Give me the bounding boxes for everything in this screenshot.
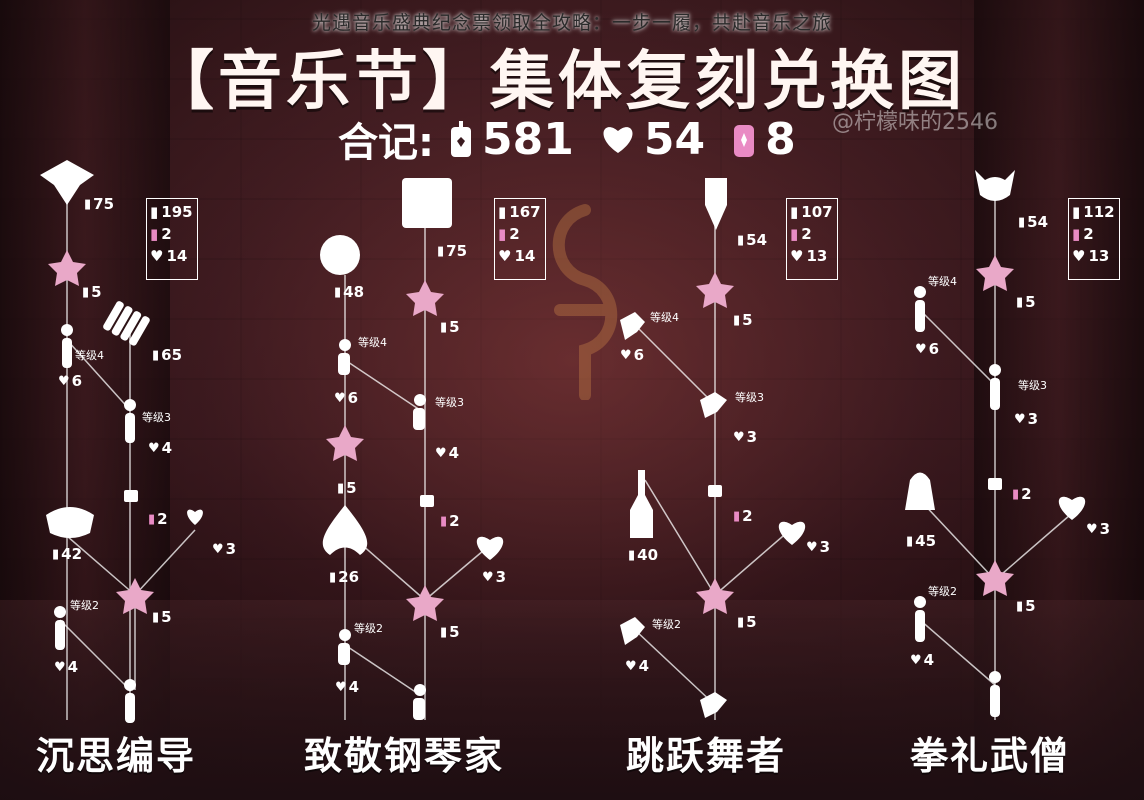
cost-heart: ♥4 <box>54 658 79 676</box>
cost-heart: ♥4 <box>625 657 650 675</box>
cost-candle: ▮5 <box>152 608 172 626</box>
cost-candle: ▮54 <box>1018 213 1049 231</box>
tier-label: 等级2 <box>928 585 957 598</box>
cost-heart: ♥4 <box>435 444 460 462</box>
tier-label: 等级4 <box>650 311 679 324</box>
ticket-icon <box>734 125 755 157</box>
cost-heart: ♥3 <box>806 538 831 556</box>
cost-candle: ▮26 <box>329 568 360 586</box>
tier-label: 等级4 <box>75 349 104 362</box>
piano-icon <box>402 178 452 228</box>
spirit-name: 拳礼武僧 <box>910 734 1071 778</box>
tier-label: 等级2 <box>70 599 99 612</box>
tier-label: 等级3 <box>435 396 464 409</box>
mask-icon <box>46 507 94 538</box>
cost-ticket: ▮2 <box>733 507 753 525</box>
cost-heart: ♥6 <box>334 389 359 407</box>
cost-candle: ▮75 <box>84 195 115 213</box>
cost-heart: ♥6 <box>620 346 645 364</box>
spirit-name: 跳跃舞者 <box>626 734 787 778</box>
watermark: @柠檬味的2546 <box>832 110 998 135</box>
candle-icon <box>451 121 471 157</box>
cost-ticket: ▮2 <box>148 510 168 528</box>
summary-box: ▮167 ▮2 ♥14 <box>494 198 546 280</box>
ticket-icon: ▮ <box>150 225 159 243</box>
cost-heart: ♥3 <box>1086 520 1111 538</box>
cost-heart: ♥3 <box>482 568 507 586</box>
tier-label: 等级2 <box>652 618 681 631</box>
cost-candle: ▮45 <box>906 532 937 550</box>
cost-candle: ▮48 <box>334 283 365 301</box>
cost-heart: ♥3 <box>733 428 758 446</box>
cost-heart: ♥4 <box>910 651 935 669</box>
spirit-name: 沉思编导 <box>36 734 197 778</box>
cost-heart: ♥4 <box>148 439 173 457</box>
tier-label: 等级3 <box>142 411 171 424</box>
cost-heart: ♥4 <box>335 678 360 696</box>
cost-candle: ▮5 <box>1016 597 1036 615</box>
tier-label: 等级4 <box>358 336 387 349</box>
tier-label: 等级3 <box>1018 379 1047 392</box>
cost-heart: ♥6 <box>58 372 83 390</box>
total-tickets: 8 <box>765 113 796 165</box>
cost-candle: ▮5 <box>440 623 460 641</box>
cost-candle: ▮5 <box>337 479 357 497</box>
summary-box: ▮107 ▮2 ♥13 <box>786 198 838 280</box>
hat-icon <box>40 160 94 205</box>
total-hearts: 54 <box>643 113 706 165</box>
star-spell-icon <box>48 250 86 286</box>
cost-candle: ▮42 <box>52 545 83 563</box>
bottle-icon <box>630 470 653 538</box>
heart-icon <box>603 127 633 153</box>
cost-ticket: ▮2 <box>440 512 460 530</box>
page-title: 光遇音乐盛典纪念票领取全攻略：一步一履，共赴音乐之旅 <box>311 12 832 34</box>
cost-candle: ▮5 <box>733 311 753 329</box>
floor <box>0 600 1144 800</box>
candle-icon: ▮ <box>84 196 92 212</box>
cost-candle: ▮40 <box>628 546 659 564</box>
lantern-icon <box>905 472 935 510</box>
summary-box: ▮195 ▮2 ♥14 <box>146 198 198 280</box>
cost-heart: ♥3 <box>1014 410 1039 428</box>
totals-label: 合记: <box>338 120 434 166</box>
cost-candle: ▮54 <box>737 231 768 249</box>
cost-heart: ♥3 <box>212 540 237 558</box>
heart-icon: ♥ <box>150 247 164 265</box>
tier-label: 等级2 <box>354 622 383 635</box>
tier-label: 等级4 <box>928 275 957 288</box>
demon-mask-icon <box>975 170 1015 201</box>
cost-candle: ▮65 <box>152 346 183 364</box>
fox-mask-icon <box>705 178 727 230</box>
total-candles: 581 <box>482 113 574 165</box>
cost-candle: ▮5 <box>737 613 757 631</box>
cost-ticket: ▮2 <box>1012 485 1032 503</box>
cost-candle: ▮5 <box>82 283 102 301</box>
candle-icon: ▮ <box>150 203 159 221</box>
banner-title: 【音乐节】集体复刻兑换图 <box>150 45 966 119</box>
totals-bar: 合记: 581 54 8 <box>338 110 814 168</box>
cost-heart: ♥6 <box>915 340 940 358</box>
rune-emblem <box>552 204 618 400</box>
summary-box: ▮112 ▮2 ♥13 <box>1068 198 1120 280</box>
tier-label: 等级3 <box>735 391 764 404</box>
cost-candle: ▮5 <box>440 318 460 336</box>
cost-candle: ▮75 <box>437 242 468 260</box>
spirit-name: 致敬钢琴家 <box>304 734 505 778</box>
cost-candle: ▮5 <box>1016 293 1036 311</box>
